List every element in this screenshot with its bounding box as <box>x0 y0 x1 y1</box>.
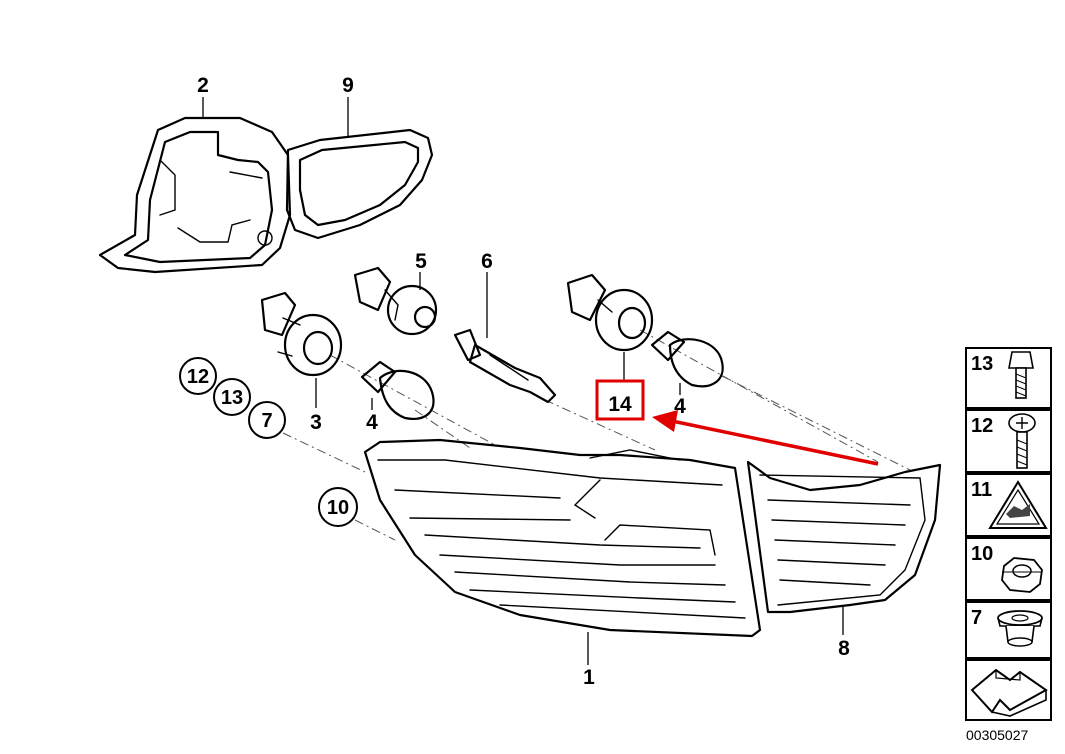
callout-4-right: 4 <box>674 395 686 418</box>
gasket-part-2[interactable] <box>98 116 292 274</box>
callout-3: 3 <box>310 411 322 434</box>
side-row-11[interactable]: 11 <box>965 473 1052 537</box>
diagram-code: 00305027 <box>966 727 1029 743</box>
callout-6: 6 <box>481 250 493 273</box>
bulb-part-4-right[interactable] <box>650 330 724 388</box>
bolt-icon <box>1008 413 1036 469</box>
screw-icon <box>1008 351 1034 399</box>
side-row-13[interactable]: 13 <box>965 347 1052 409</box>
leader-lines <box>202 97 844 665</box>
tail-light-part-8[interactable] <box>746 460 942 614</box>
callout-10: 10 <box>327 497 349 519</box>
callout-12: 12 <box>187 366 209 388</box>
side-label-12: 12 <box>971 415 993 437</box>
callout-1: 1 <box>583 666 595 689</box>
grommet-icon <box>997 610 1043 647</box>
gasket-part-9[interactable] <box>285 128 434 240</box>
bulb-holder-part-3[interactable] <box>260 291 343 377</box>
highlight-arrow <box>652 410 879 466</box>
side-label-10: 10 <box>971 543 993 565</box>
callout-2: 2 <box>197 74 209 97</box>
side-label-7: 7 <box>971 607 982 629</box>
circled-callout-12: 12 <box>179 357 217 395</box>
side-parts-panel: 13 12 11 <box>965 347 1052 721</box>
callout-4-left: 4 <box>366 411 378 434</box>
tail-light-part-1[interactable] <box>363 438 762 638</box>
callout-5: 5 <box>415 250 427 273</box>
callout-14-highlighted[interactable]: 14 <box>595 379 645 421</box>
side-row-7[interactable]: 7 <box>965 601 1052 659</box>
side-label-13: 13 <box>971 353 993 375</box>
side-row-10[interactable]: 10 <box>965 537 1052 601</box>
direction-arrow-icon <box>970 668 1048 717</box>
side-row-arrow[interactable] <box>965 659 1052 721</box>
callout-13: 13 <box>221 387 243 409</box>
circled-callout-10: 10 <box>318 487 358 527</box>
warning-triangle-icon <box>988 480 1048 529</box>
callout-7: 7 <box>261 410 272 432</box>
callout-8: 8 <box>838 637 850 660</box>
alignment-lines <box>282 329 911 541</box>
side-row-12[interactable]: 12 <box>965 409 1052 473</box>
callout-14: 14 <box>608 393 632 416</box>
circled-callout-7: 7 <box>248 401 286 439</box>
bulb-holder-part-5[interactable] <box>353 266 438 336</box>
highlight-box <box>595 379 645 421</box>
side-label-11: 11 <box>971 479 992 501</box>
circled-callout-13: 13 <box>213 378 251 416</box>
hex-nut-icon <box>1001 557 1043 593</box>
bulb-part-4-left[interactable] <box>360 360 435 420</box>
bulb-part-6[interactable] <box>453 328 557 404</box>
callout-9: 9 <box>342 74 354 97</box>
bulb-holder-part-14[interactable] <box>566 273 654 352</box>
